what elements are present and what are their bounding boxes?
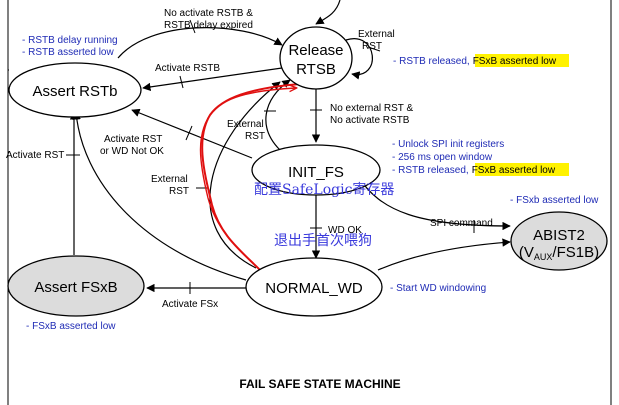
- node-assert-fsxb-label: Assert FSxB: [34, 279, 117, 296]
- edge-label-activate-fsx: Activate FSx: [162, 299, 218, 310]
- node-release-rtsb-label-2: RTSB: [296, 61, 336, 78]
- edge-tick: [179, 75, 184, 89]
- node-normal-wd: [245, 257, 383, 317]
- note-rstb-delay: - RSTB delay running: [22, 35, 118, 46]
- note-unlock-spi: - Unlock SPI init registers: [392, 139, 504, 150]
- edge-init-to-abist: [357, 175, 511, 231]
- note-start-wd: - Start WD windowing: [390, 283, 486, 294]
- node-abist2-label-2: (VAUX/FS1B): [519, 244, 599, 262]
- node-init-fs-label: INIT_FS: [288, 164, 344, 181]
- edge-label-top-2: RSTB delay expired: [164, 20, 253, 31]
- red-annotation-arrow-inner: [199, 88, 297, 267]
- edge-label-ext-rst-1b: RST: [362, 41, 382, 52]
- edge-normal-to-release: [209, 81, 281, 269]
- diagram-title: FAIL SAFE STATE MACHINE: [239, 377, 400, 391]
- edge-label-activate-rst-wd-1: Activate RST: [104, 134, 162, 145]
- note-rstb-released-1: - RSTB released,FSxB asserted low: [393, 56, 557, 67]
- edge-label-ext-rst-3b: RST: [169, 186, 189, 197]
- annotation-cjk-2: 退出手首次喂狗: [274, 233, 372, 249]
- edge-normal-to-assert: [72, 111, 247, 281]
- note-open-window: - 256 ms open window: [392, 152, 493, 163]
- edge-label-no-ext-2: No activate RSTB: [330, 115, 410, 126]
- highlight-1: [475, 54, 569, 67]
- note-fsxb-asserted-left: - FSxB asserted low: [26, 321, 116, 332]
- edge-tick: [367, 46, 381, 52]
- note-fsxb-asserted-right: - FSxb asserted low: [510, 195, 599, 206]
- node-release-rtsb-label-1: Release: [288, 42, 343, 59]
- edge-entry-release: [315, 0, 341, 25]
- node-assert-fsxb: [7, 255, 145, 317]
- edge-label-ext-rst-1: External: [358, 29, 395, 40]
- node-abist2-label-1: ABIST2: [533, 227, 585, 244]
- node-assert-rstb: [8, 62, 142, 118]
- edge-label-top-1: No activate RSTB &: [164, 8, 253, 19]
- annotation-cjk-1: 配置SafeLogic寄存器: [254, 181, 394, 198]
- edge-label-ext-rst-2b: RST: [245, 131, 265, 142]
- edge-tick: [189, 19, 196, 34]
- edge-label-activate-rst-left: Activate RST: [6, 150, 64, 161]
- edge-release-selfloop: [345, 38, 373, 80]
- edge-label-activate-rstb: Activate RSTB: [155, 63, 220, 74]
- edge-init-to-assert: [131, 108, 253, 159]
- node-assert-rstb-label: Assert RSTb: [32, 83, 117, 100]
- node-release-rtsb: [279, 26, 353, 90]
- edge-tick: [185, 125, 193, 141]
- edge-normal-to-abist: [377, 238, 511, 271]
- note-rstb-released-2: - RSTB released,FSxB asserted low: [392, 165, 556, 176]
- node-abist2: [510, 211, 608, 271]
- node-init-fs: [251, 144, 381, 196]
- edge-label-ext-rst-2: External: [227, 119, 264, 130]
- edge-release-to-assert: [142, 67, 283, 92]
- edge-assert-to-release: [117, 27, 283, 59]
- node-normal-wd-label: NORMAL_WD: [265, 280, 363, 297]
- edge-label-wd-ok: WD OK: [328, 225, 362, 236]
- note-rstb-asserted: - RSTB asserted low: [22, 47, 114, 58]
- edge-label-spi-command: SPI command: [430, 218, 493, 229]
- edge-label-no-ext-1: No external RST &: [330, 103, 414, 114]
- highlight-2: [475, 163, 569, 176]
- edge-label-activate-rst-wd-2: or WD Not OK: [100, 146, 164, 157]
- edge-label-ext-rst-3: External: [151, 174, 188, 185]
